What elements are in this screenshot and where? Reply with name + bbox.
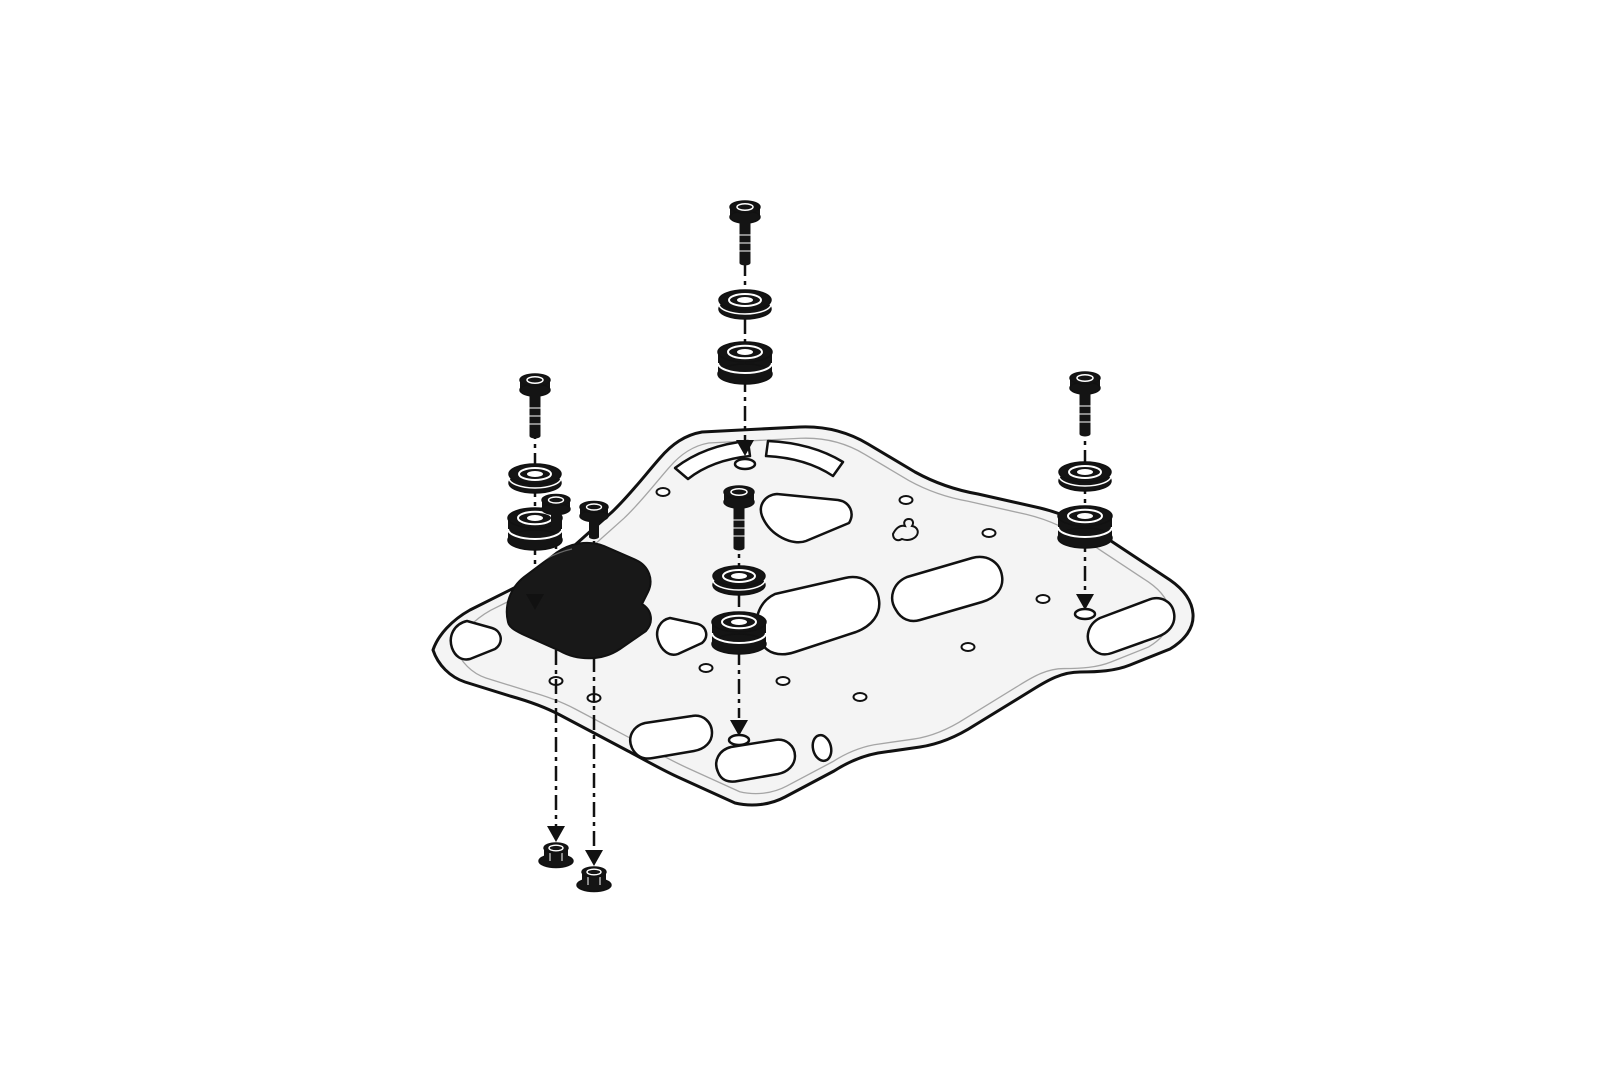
plate-slot-right-lobe — [1086, 596, 1176, 656]
plate-slot-center — [755, 575, 881, 656]
bracket-edge-highlight — [521, 548, 573, 577]
plate-slot-handle-right — [764, 439, 845, 478]
flange-nut-icon — [538, 842, 574, 869]
brand-mark — [891, 517, 919, 542]
plate-slot-right-middle — [891, 555, 1004, 623]
plate-slot-left — [449, 619, 502, 661]
plate-slot-bottom-right — [714, 738, 797, 783]
plate-slot-keyhole — [811, 733, 833, 763]
plate-slot-upper-middle — [759, 492, 853, 544]
washer-icon — [508, 463, 562, 494]
rubber-spacer-icon — [717, 341, 773, 385]
mounting-bracket — [505, 541, 652, 660]
rubber-spacer-icon — [1057, 505, 1113, 549]
washer-icon — [1058, 461, 1112, 492]
plate-slot-mid-left — [655, 616, 708, 656]
washer-icon — [718, 289, 772, 320]
assembly-arrow-icon — [585, 850, 603, 866]
washer-icon — [712, 565, 766, 596]
long-screw-icon — [519, 373, 551, 440]
adapter-plate — [431, 425, 1195, 807]
assembly-arrow-icon — [547, 826, 565, 842]
plate-slot-handle-left — [673, 439, 752, 481]
plate-slot-bottom-left — [628, 714, 714, 760]
rubber-spacer-icon — [711, 611, 767, 655]
long-screw-icon — [1069, 371, 1101, 438]
long-screw-icon — [729, 200, 761, 267]
flange-nut-icon — [576, 866, 612, 893]
